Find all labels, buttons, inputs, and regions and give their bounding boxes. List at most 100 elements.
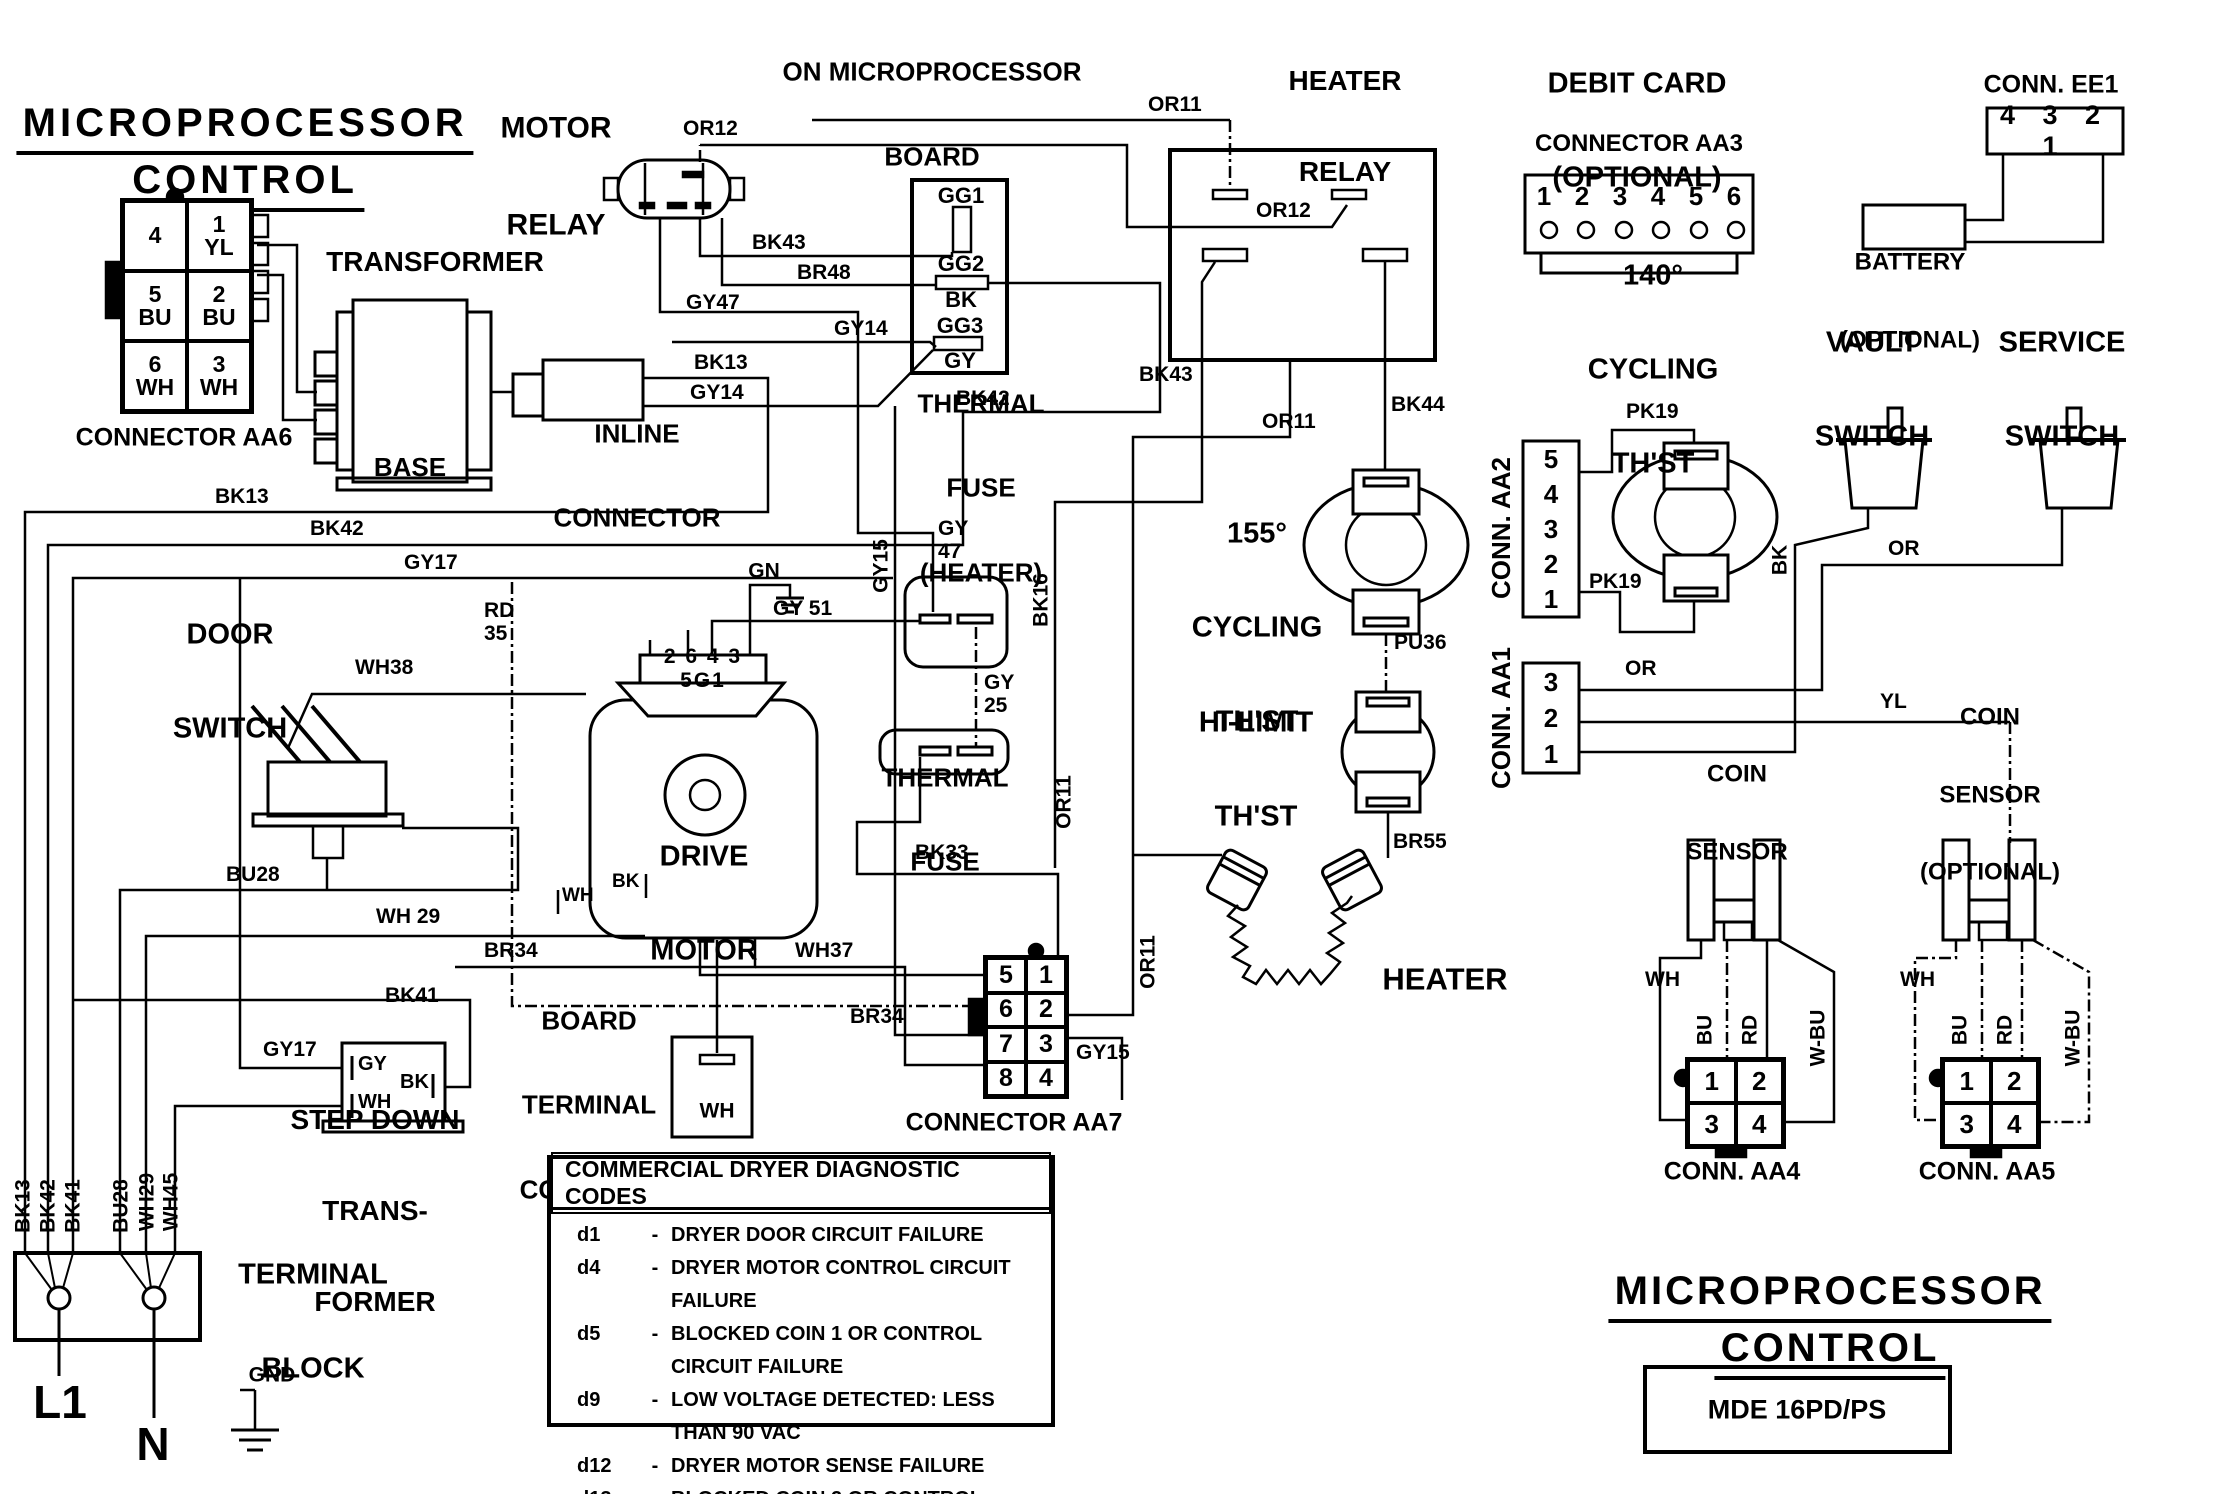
aa4-pin-3: 3 bbox=[1688, 1103, 1736, 1146]
wire-label-bk13-a: BK13 bbox=[694, 351, 748, 374]
wire-label-gy14-a: GY14 bbox=[834, 317, 888, 340]
wire-rd35 bbox=[510, 582, 983, 1008]
wire-label-wh45-block: WH45 bbox=[159, 1172, 183, 1232]
aa3-pin-1: 1 bbox=[1536, 181, 1552, 211]
diag-desc: DRYER MOTOR CONTROL CIRCUIT FAILURE bbox=[671, 1257, 1011, 1312]
aa4-pin-4: 4 bbox=[1735, 1103, 1783, 1146]
board-terminal-gg4-graphic bbox=[670, 1035, 754, 1139]
wire-aa6-transformer-2 bbox=[257, 273, 317, 422]
label-line: INLINE bbox=[594, 418, 680, 449]
label-line: BOARD bbox=[541, 1005, 637, 1036]
table-row: d1 - DRYER DOOR CIRCUIT FAILURE bbox=[551, 1219, 1051, 1252]
wire-label-pu36: PU36 bbox=[1394, 631, 1447, 654]
conn-aa2-pins: 5 4 3 2 1 bbox=[1543, 443, 1559, 614]
wire-label-br34-b: BR34 bbox=[850, 1005, 904, 1028]
transformer-graphic bbox=[313, 298, 493, 492]
conn-aa4-label: CONN. AA4 bbox=[1663, 1157, 1801, 1186]
label-line: SWITCH bbox=[172, 711, 288, 744]
aa4-pin-2: 2 bbox=[1735, 1060, 1783, 1103]
wire-label-wh38: WH38 bbox=[355, 656, 414, 679]
wire-gy15-right bbox=[1063, 1036, 1124, 1100]
wire-label-bu-cs2: BU bbox=[1948, 1014, 1972, 1046]
coin-sensor-label: COIN SENSOR bbox=[1686, 709, 1787, 890]
wire-label-or12-a: OR12 bbox=[683, 117, 738, 140]
diag-code: d13 bbox=[551, 1483, 639, 1494]
wire-label-bk-motor: BK bbox=[612, 871, 640, 892]
wire-wh29 bbox=[144, 934, 645, 1253]
aa7-pin-4: 4 bbox=[1026, 1061, 1066, 1096]
wire-gy17 bbox=[71, 576, 893, 1253]
aa7-pin-5: 5 bbox=[986, 958, 1026, 993]
wire-label-gy47-b: GY 47 bbox=[938, 517, 969, 563]
thermal-fuse-label: THERMAL FUSE bbox=[881, 708, 1008, 905]
hi-limit-label: HI-LIMIT TH'ST bbox=[1199, 644, 1313, 863]
wire-label-or12-b: OR12 bbox=[1256, 199, 1311, 222]
wire-label-gy15-b: GY15 bbox=[1076, 1041, 1130, 1064]
wire-label-bk42-a: BK42 bbox=[956, 387, 1010, 410]
wire-bk16 bbox=[1053, 261, 1217, 868]
label-line: VAULT bbox=[1825, 326, 1919, 359]
gg3-color-label: GY bbox=[944, 348, 976, 374]
label-line: FUSE bbox=[946, 473, 1016, 503]
wire-label-gy25: GY 25 bbox=[984, 671, 1015, 717]
label-line: 155° bbox=[1227, 517, 1287, 550]
diagnostic-table-title: COMMERCIAL DRYER DIAGNOSTIC CODES bbox=[551, 1152, 1051, 1214]
label-line: SERVICE bbox=[1998, 326, 2126, 359]
wire-label-bu-cs1: BU bbox=[1693, 1014, 1717, 1046]
label-line: MOTOR RELAY CONNECTION bbox=[747, 0, 1118, 2]
label-line: 140° bbox=[1623, 259, 1683, 292]
wire-label-bk16: BK16 bbox=[1029, 573, 1053, 627]
conn-ee1-label: CONN. EE1 bbox=[1983, 70, 2119, 99]
label-line: FORMER bbox=[314, 1285, 436, 1317]
label-line: TH'ST bbox=[1214, 799, 1298, 832]
table-row: d4 - DRYER MOTOR CONTROL CIRCUIT FAILURE bbox=[551, 1252, 1051, 1318]
label-line: RELAY bbox=[1298, 156, 1392, 188]
wire-label-wbu-cs2: W-BU bbox=[2061, 1009, 2085, 1067]
cycling-140-label: 140° CYCLING TH'ST bbox=[1588, 197, 1719, 510]
inline-connector-graphic bbox=[511, 358, 645, 422]
label-line: DOOR bbox=[186, 618, 274, 651]
external-debit-card-label: EXTERNAL DEBIT CARD (OPTIONAL) bbox=[1548, 0, 1727, 225]
table-row: d5 - BLOCKED COIN 1 OR CONTROL CIRCUIT F… bbox=[551, 1318, 1051, 1384]
label-line: SENSOR bbox=[1939, 781, 2041, 808]
label-line: TH'ST bbox=[1611, 446, 1695, 479]
wire-label-or11-b: OR11 bbox=[1262, 410, 1316, 433]
motor-relay-label: MOTOR RELAY bbox=[500, 48, 611, 275]
cycling-155-thermostat-graphic bbox=[1302, 468, 1470, 636]
wire-label-gy17-a: GY17 bbox=[404, 551, 458, 574]
aa6-pin-1-yl: 1 YL bbox=[187, 201, 251, 271]
aa5-pin-2: 2 bbox=[1990, 1060, 2038, 1103]
label-line: TERMINAL bbox=[521, 1090, 657, 1120]
coin-sensor-graphic bbox=[1686, 838, 1782, 942]
wire-label-gy17-b: GY17 bbox=[263, 1038, 317, 1061]
wire-pk19-top bbox=[1579, 428, 1696, 474]
hi-limit-thermostat-graphic bbox=[1340, 690, 1436, 814]
wire-label-bk43-b: BK43 bbox=[1139, 363, 1193, 386]
aa6-pin-5-bu: 5 BU bbox=[123, 271, 187, 341]
wire-label-gy47: GY47 bbox=[686, 291, 740, 314]
transformer-label: TRANSFORMER bbox=[326, 245, 544, 277]
conn-aa5-label: CONN. AA5 bbox=[1918, 1157, 2056, 1186]
wire-label-pk19-b: PK19 bbox=[1589, 570, 1642, 593]
cycling-140-thermostat-graphic bbox=[1611, 441, 1779, 603]
drive-motor-pins: 2 6 4 3 5G1 bbox=[663, 645, 743, 692]
conn-ee1-pins: 4 3 2 1 bbox=[1999, 100, 2111, 161]
wire-or12 bbox=[700, 143, 1349, 229]
label-line: CYCLING bbox=[1191, 611, 1323, 643]
aa5-pin-3: 3 bbox=[1943, 1103, 1991, 1146]
label-line: (HEATER) bbox=[919, 557, 1043, 588]
aa5-pin-1: 1 bbox=[1943, 1060, 1991, 1103]
diag-code: d12 bbox=[577, 1455, 612, 1477]
label-line: DEBIT CARD bbox=[1547, 67, 1727, 99]
inline-connector-label: INLINE CONNECTOR bbox=[553, 364, 720, 561]
drive-motor-graphic bbox=[588, 653, 819, 940]
label-line: BLOCK bbox=[261, 1351, 365, 1384]
wire-coin1-wh bbox=[1658, 940, 1703, 1122]
conn-aa2-label: CONN. AA2 bbox=[1485, 456, 1516, 600]
label-line: TH'ST bbox=[1215, 704, 1299, 737]
wire-ee1-battery-2 bbox=[1965, 154, 2105, 244]
wire-label-bk43-a: BK43 bbox=[752, 231, 806, 254]
thermal-fuse-heater-label: THERMAL FUSE (HEATER) bbox=[917, 334, 1044, 615]
door-switch-label: DOOR SWITCH bbox=[173, 556, 287, 775]
